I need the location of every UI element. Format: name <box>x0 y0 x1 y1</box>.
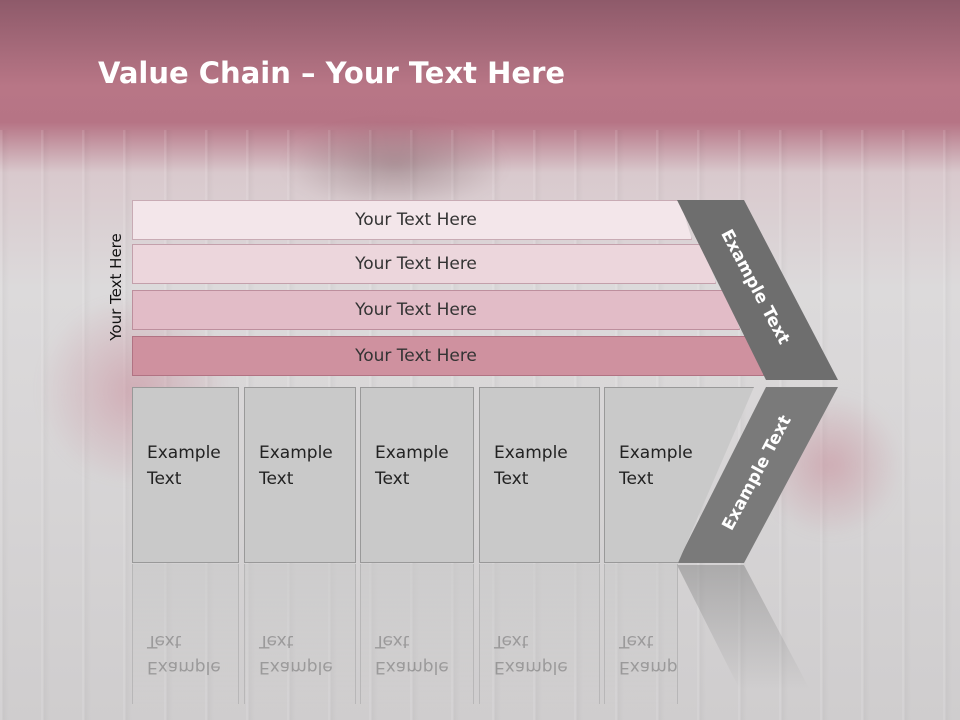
box-text-line1: Example <box>375 443 449 463</box>
band-row: Your Text Here <box>132 244 716 284</box>
box-text-line2: Text <box>494 469 529 489</box>
band-row: Your Text Here <box>132 336 764 376</box>
band-label: Your Text Here <box>355 300 477 320</box>
box-text-line2: Text <box>147 469 182 489</box>
box-text-line1: Example <box>619 443 693 463</box>
band-row: Your Text Here <box>132 200 692 240</box>
title-bold: Value Chain <box>98 56 291 90</box>
box-text-line2: Text <box>375 469 410 489</box>
chevron-reflection <box>677 565 810 690</box>
chevron-lower <box>677 387 838 563</box>
band-label: Your Text Here <box>355 254 477 274</box>
box-text-line1: Example <box>494 443 568 463</box>
box-text-line2: Text <box>619 469 654 489</box>
band-row: Your Text Here <box>132 290 740 330</box>
jar-decoration <box>280 120 510 210</box>
chevron-upper <box>677 200 838 380</box>
box-text-line1: Example <box>147 443 221 463</box>
title-rest: – Your Text Here <box>290 56 566 90</box>
page-title: Value Chain – Your Text Here <box>98 56 565 90</box>
box-text-line2: Text <box>259 469 294 489</box>
band-label: Your Text Here <box>355 346 477 366</box>
box-text-line1: Example <box>259 443 333 463</box>
band-label: Your Text Here <box>355 210 477 230</box>
